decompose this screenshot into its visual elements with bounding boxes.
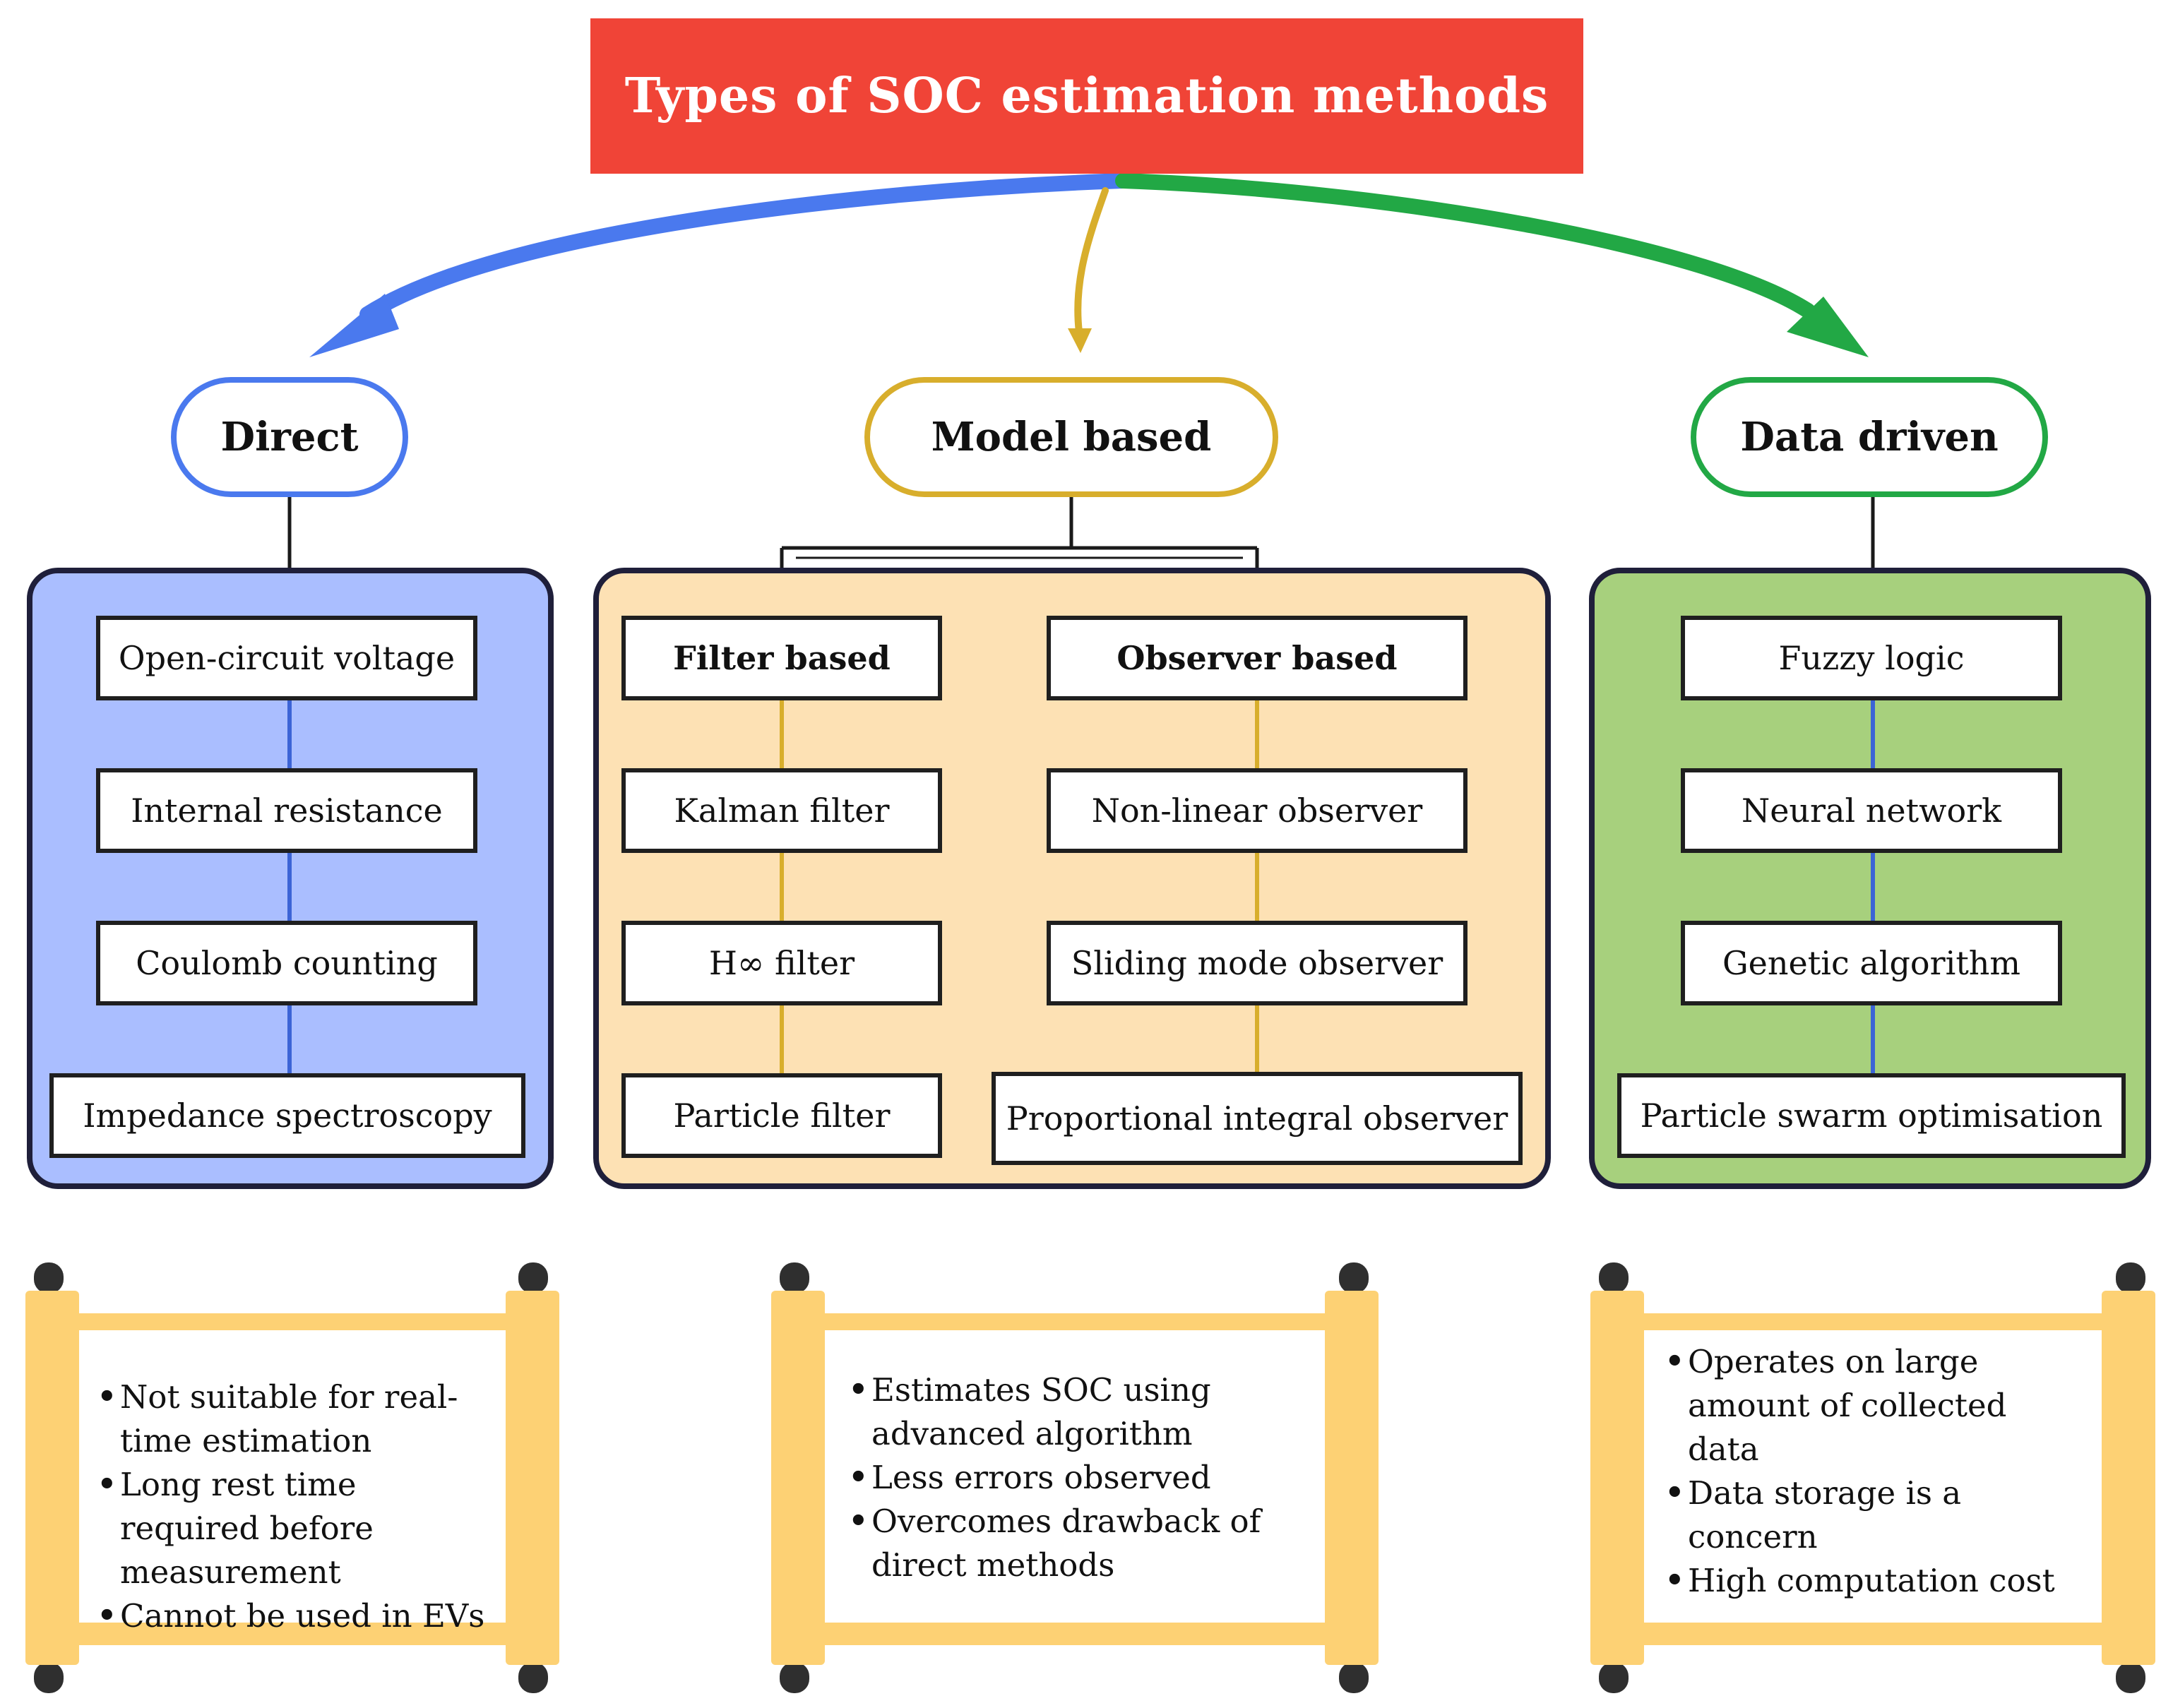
page-title: Types of SOC estimation methods	[624, 68, 1549, 124]
method-box-particle-swarm-optimisation: Particle swarm optimisation	[1617, 1073, 2126, 1158]
data-note: Operates on large amount of collected da…	[1664, 1340, 2088, 1471]
direct-note: Not suitable for real-time estimation	[96, 1375, 506, 1463]
method-box-h-infinity-filter: H∞ filter	[621, 921, 942, 1005]
method-box-fuzzy-logic: Fuzzy logic	[1681, 616, 2062, 700]
method-box-internal-resistance: Internal resistance	[96, 768, 477, 853]
data-note: High computation cost	[1664, 1559, 2088, 1603]
method-box-kalman-filter: Kalman filter	[621, 768, 942, 853]
model-notes-list: Estimates SOC using advanced algorithm L…	[847, 1368, 1314, 1587]
model-notes-scroll: Estimates SOC using advanced algorithm L…	[767, 1262, 1381, 1693]
model-note: Estimates SOC using advanced algorithm	[847, 1368, 1314, 1456]
category-data-driven: Data driven	[1691, 377, 2048, 497]
direct-note: Long rest time required before measureme…	[96, 1463, 506, 1594]
title-banner: Types of SOC estimation methods	[590, 18, 1583, 174]
data-notes-scroll: Operates on large amount of collected da…	[1586, 1262, 2158, 1693]
data-notes-list: Operates on large amount of collected da…	[1664, 1340, 2088, 1603]
data-note: Data storage is a concern	[1664, 1471, 2088, 1559]
arrowhead-direct	[309, 294, 399, 357]
model-note: Overcomes drawback of direct methods	[847, 1500, 1314, 1587]
direct-note: Cannot be used in EVs	[96, 1594, 506, 1638]
arrowhead-model	[1068, 328, 1092, 353]
arrow-to-direct	[359, 173, 1131, 322]
method-box-genetic-algorithm: Genetic algorithm	[1681, 921, 2062, 1005]
arrow-to-model	[1074, 187, 1109, 335]
method-box-particle-filter: Particle filter	[621, 1073, 942, 1158]
method-box-impedance-spectroscopy: Impedance spectroscopy	[49, 1073, 525, 1158]
method-box-open-circuit-voltage: Open-circuit voltage	[96, 616, 477, 700]
method-box-proportional-integral-observer: Proportional integral observer	[992, 1072, 1523, 1165]
subcategory-observer-based: Observer based	[1047, 616, 1467, 700]
method-box-sliding-mode-observer: Sliding mode observer	[1047, 921, 1467, 1005]
category-direct: Direct	[171, 377, 408, 497]
method-box-neural-network: Neural network	[1681, 768, 2062, 853]
direct-notes-list: Not suitable for real-time estimation Lo…	[96, 1375, 506, 1638]
method-box-non-linear-observer: Non-linear observer	[1047, 768, 1467, 853]
arrow-to-data	[1115, 173, 1816, 318]
method-box-coulomb-counting: Coulomb counting	[96, 921, 477, 1005]
model-note: Less errors observed	[847, 1456, 1314, 1500]
arrowhead-data	[1787, 297, 1869, 357]
direct-notes-scroll: Not suitable for real-time estimation Lo…	[21, 1262, 561, 1693]
subcategory-filter-based: Filter based	[621, 616, 942, 700]
category-model-based: Model based	[864, 377, 1278, 497]
